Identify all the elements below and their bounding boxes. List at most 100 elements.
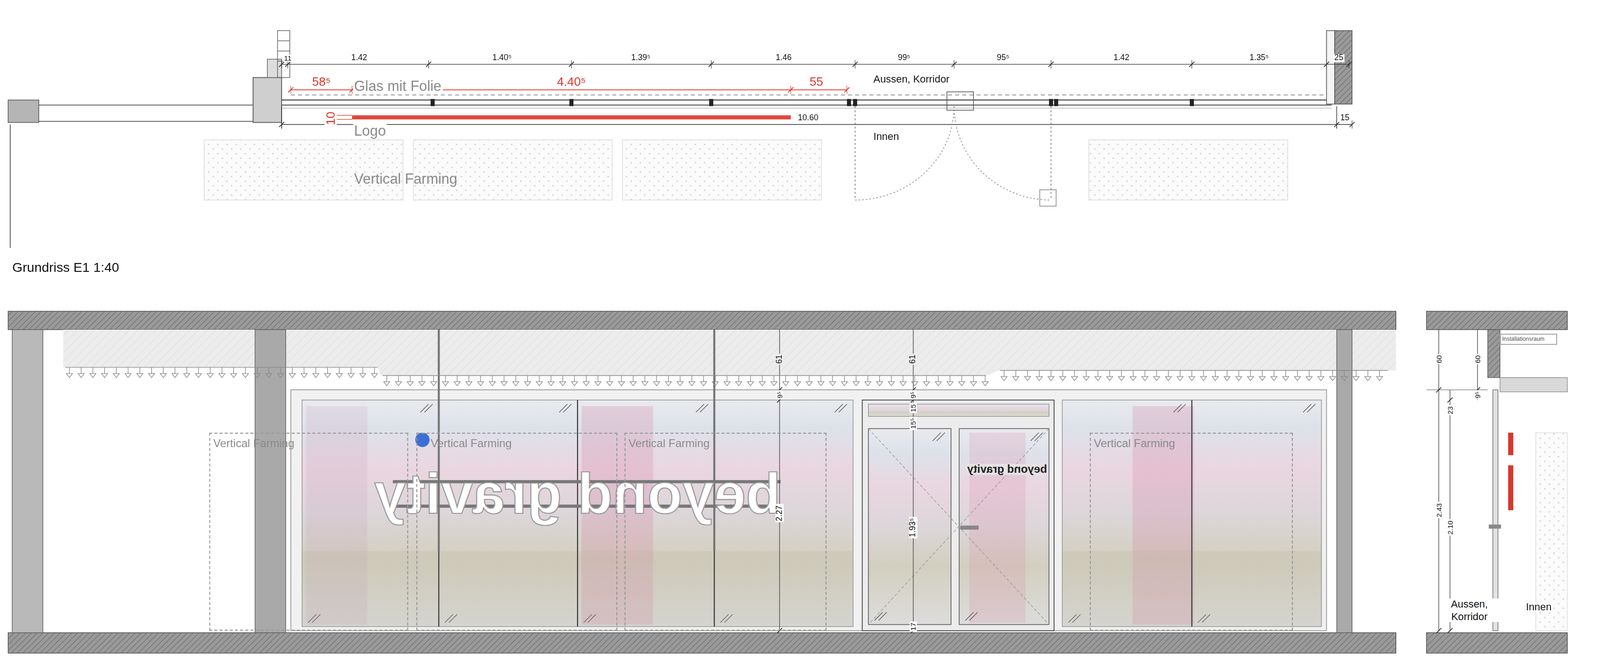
zone-label: Aussen, Korridor — [872, 74, 951, 85]
dimension-label: 23 — [1446, 405, 1454, 415]
node-label: Vertical Farming — [1090, 433, 1292, 453]
lamp-symbol — [1376, 370, 1383, 381]
lamp-symbol — [359, 367, 366, 378]
dimension-label: 1.42 — [350, 54, 368, 63]
dimension-line — [1336, 106, 1338, 129]
glass-pane — [302, 400, 854, 627]
logo-text: beyond gravity — [966, 463, 1049, 476]
facade-detail — [277, 30, 290, 78]
lamp-symbol — [958, 375, 965, 386]
ceiling-slab — [1426, 311, 1568, 330]
lamp-symbol — [1317, 370, 1325, 381]
lamp-symbol — [653, 375, 660, 386]
mullion-section — [1054, 98, 1059, 106]
mullion-section — [847, 98, 852, 106]
door-leaf — [1050, 106, 1052, 200]
dimension-tick — [710, 60, 712, 69]
zone-label: Innen — [1524, 601, 1553, 613]
glass-line — [281, 104, 1332, 106]
lamp-symbol — [1235, 370, 1242, 381]
wall — [1487, 329, 1500, 378]
lamp-symbol — [1059, 370, 1066, 381]
lamp-symbol — [312, 367, 319, 378]
dimension-label: 1.93⁵ — [909, 517, 918, 539]
dimension-tick — [1336, 120, 1338, 129]
wall-line — [38, 121, 254, 123]
dimension-label: 10.60 — [796, 114, 820, 123]
farming-unit — [622, 139, 822, 200]
wall — [1326, 30, 1335, 105]
lamp-symbol — [841, 375, 848, 386]
dimension-line — [281, 63, 1349, 65]
mullion-section — [1189, 98, 1194, 106]
lamp-symbol — [864, 375, 871, 386]
wall-section — [8, 100, 40, 123]
glass-mark — [1030, 432, 1040, 442]
dimension-label: 15 — [1339, 114, 1351, 123]
elevation — [8, 311, 1397, 654]
door-leaf — [854, 106, 856, 200]
lamp-symbol — [606, 375, 613, 386]
lamp-symbol — [1352, 370, 1359, 381]
lamp-symbol — [1153, 370, 1160, 381]
transom — [868, 404, 1049, 417]
logo-text: beyond gravity — [373, 465, 782, 523]
lamp-rail — [1000, 370, 1388, 371]
lamp-symbol — [982, 375, 989, 386]
dimension-label: 11 — [282, 54, 293, 62]
dimension-label: 58⁵ — [310, 75, 332, 88]
dimension-label: 1.46 — [774, 54, 793, 63]
door-frame — [946, 91, 974, 111]
ceiling-slab — [8, 311, 1397, 330]
lamp-symbol — [265, 367, 272, 378]
marker-dot — [415, 432, 430, 448]
lamp-symbol — [1130, 370, 1137, 381]
equipment-outline: Vertical Farming — [416, 432, 618, 631]
lamp-symbol — [418, 375, 425, 386]
lamp-symbol — [289, 367, 296, 378]
opening-symbol — [868, 428, 1049, 625]
lamp-symbol — [806, 375, 813, 386]
dimension-label: 2.10 — [1446, 519, 1454, 536]
lamp-symbol — [160, 367, 167, 378]
glass-mark — [558, 404, 568, 413]
lamp-symbol — [465, 375, 472, 386]
lamp-symbol — [89, 367, 97, 378]
lamp-symbol — [172, 367, 179, 378]
lamp-symbol — [594, 375, 601, 386]
lamp-symbol — [406, 375, 414, 386]
door-leaf — [958, 428, 1049, 625]
lamp-symbol — [712, 375, 719, 386]
lamp-symbol — [1082, 370, 1090, 381]
glass-mark — [1072, 614, 1081, 623]
wall — [1334, 30, 1352, 105]
section — [1426, 311, 1568, 654]
logo-section — [1508, 432, 1514, 456]
equipment-outline: Vertical Farming — [624, 432, 827, 631]
glass-mark — [1303, 404, 1312, 413]
lamp-symbol — [1141, 370, 1148, 381]
dimension-tick — [953, 60, 955, 69]
lamp-symbol — [782, 375, 789, 386]
dimension-tick — [1050, 60, 1052, 69]
lamp-symbol — [688, 375, 695, 386]
lamp-symbol — [254, 367, 261, 378]
lamp-symbol — [1212, 370, 1219, 381]
dimension-tick — [790, 85, 792, 95]
farming-unit — [1535, 432, 1568, 631]
dimension-tick — [846, 85, 848, 95]
door-stop — [1039, 189, 1056, 207]
dimension-label: 99⁵ — [896, 54, 912, 63]
generated-details — [65, 60, 1481, 634]
lamp-symbol — [724, 375, 731, 386]
lamp-symbol — [383, 375, 390, 386]
lamp-symbol — [242, 367, 249, 378]
mullion-section — [853, 98, 858, 106]
lamp-symbol — [536, 375, 543, 386]
lamp-symbol — [665, 375, 672, 386]
lamp-symbol — [206, 367, 214, 378]
lamp-symbol — [1341, 370, 1348, 381]
lamp-symbol — [1106, 370, 1113, 381]
node-label: Vertical Farming — [417, 433, 617, 453]
part-label: Vertical Farming — [352, 171, 459, 187]
